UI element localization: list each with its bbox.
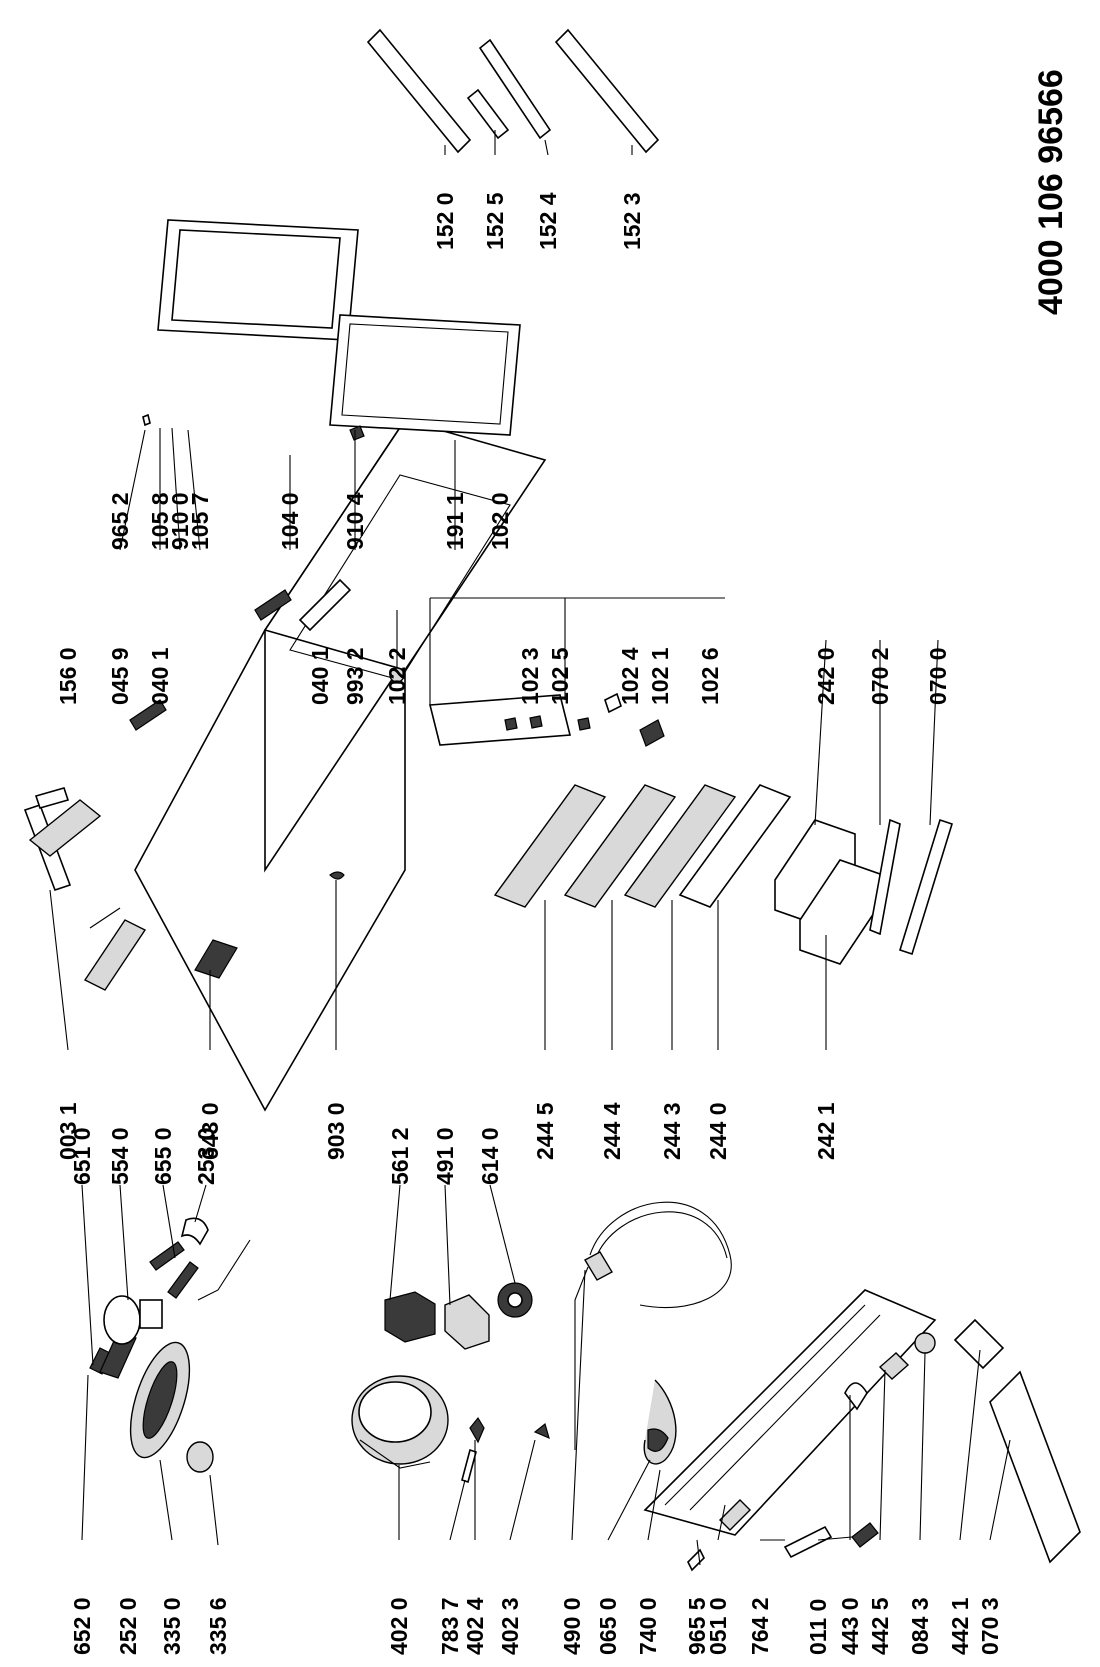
part-labels: 651 0 554 0 655 0 253 0 652 0 252 0 335 0 335 6… bbox=[55, 69, 1070, 1655]
part-label: 040 1 bbox=[307, 647, 333, 705]
compressor-base-plate bbox=[643, 1289, 937, 1536]
part-label: 764 2 bbox=[747, 1597, 773, 1655]
part-label: 554 0 bbox=[107, 1127, 133, 1185]
part-label: 244 5 bbox=[532, 1102, 558, 1160]
part-label: 491 0 bbox=[432, 1127, 458, 1185]
part-label: 561 2 bbox=[387, 1127, 413, 1185]
leader-lines bbox=[49, 130, 1011, 1566]
drain-parts-group bbox=[783, 1318, 1081, 1564]
part-label: 443 0 bbox=[837, 1597, 863, 1655]
part-label: 242 0 bbox=[813, 647, 839, 705]
part-label: 651 0 bbox=[69, 1127, 95, 1185]
part-label: 102 1 bbox=[647, 647, 673, 705]
part-label: 335 6 bbox=[205, 1597, 231, 1655]
part-label: 070 0 bbox=[925, 647, 951, 705]
part-label: 442 1 bbox=[947, 1597, 973, 1655]
part-label: 003 1 bbox=[55, 1102, 81, 1160]
cabinet-group bbox=[23, 417, 547, 1112]
part-label: 910 0 bbox=[167, 492, 193, 550]
document-number: 4000 106 96566 bbox=[1032, 69, 1070, 315]
part-label: 652 0 bbox=[69, 1597, 95, 1655]
part-label: 102 3 bbox=[517, 647, 543, 705]
part-label: 965 2 bbox=[107, 492, 133, 550]
part-label: 783 7 bbox=[437, 1597, 463, 1655]
part-label: 244 4 bbox=[599, 1102, 625, 1160]
part-label: 402 3 bbox=[497, 1597, 523, 1655]
part-label: 040 1 bbox=[147, 647, 173, 705]
part-label: 156 0 bbox=[55, 647, 81, 705]
part-label: 903 0 bbox=[323, 1102, 349, 1160]
part-label: 152 0 bbox=[432, 192, 458, 250]
part-label: 152 3 bbox=[619, 192, 645, 250]
power-cable-group bbox=[574, 1201, 732, 1572]
part-label: 065 0 bbox=[595, 1597, 621, 1655]
compressor-group bbox=[351, 1282, 550, 1484]
part-label: 643 0 bbox=[197, 1102, 223, 1160]
part-label: 102 6 bbox=[697, 647, 723, 705]
part-label: 242 1 bbox=[813, 1102, 839, 1160]
part-label: 102 4 bbox=[617, 647, 643, 705]
part-label: 253 0 bbox=[193, 1127, 219, 1185]
part-label: 244 3 bbox=[659, 1102, 685, 1160]
part-label: 102 0 bbox=[487, 492, 513, 550]
part-label: 740 0 bbox=[635, 1597, 661, 1655]
part-label: 152 5 bbox=[482, 192, 508, 250]
thermostat-group bbox=[89, 1217, 251, 1473]
part-label: 152 4 bbox=[535, 192, 561, 250]
part-label: 070 3 bbox=[977, 1597, 1003, 1655]
part-label: 402 0 bbox=[386, 1597, 412, 1655]
part-label: 011 0 bbox=[805, 1599, 831, 1655]
part-label: 051 0 bbox=[705, 1597, 731, 1655]
part-label: 244 0 bbox=[705, 1102, 731, 1160]
part-label: 402 4 bbox=[462, 1597, 488, 1655]
part-label: 655 0 bbox=[150, 1127, 176, 1185]
door-group bbox=[142, 219, 521, 441]
part-label: 084 3 bbox=[907, 1597, 933, 1655]
part-label: 614 0 bbox=[477, 1127, 503, 1185]
part-label: 045 9 bbox=[107, 647, 133, 705]
part-label: 335 0 bbox=[159, 1597, 185, 1655]
door-bins-group bbox=[366, 28, 660, 154]
part-label: 965 5 bbox=[684, 1597, 710, 1655]
hinges-and-ice-tray bbox=[28, 578, 352, 991]
door-shelves-group bbox=[493, 784, 792, 908]
part-label: 252 0 bbox=[115, 1597, 141, 1655]
control-panel-parts bbox=[389, 667, 665, 747]
part-label: 102 5 bbox=[547, 647, 573, 705]
part-label: 490 0 bbox=[559, 1597, 585, 1655]
part-label: 993 2 bbox=[342, 647, 368, 705]
part-label: 442 5 bbox=[867, 1597, 893, 1655]
part-label: 105 7 bbox=[187, 492, 213, 550]
crisper-drawers-group bbox=[774, 818, 953, 965]
